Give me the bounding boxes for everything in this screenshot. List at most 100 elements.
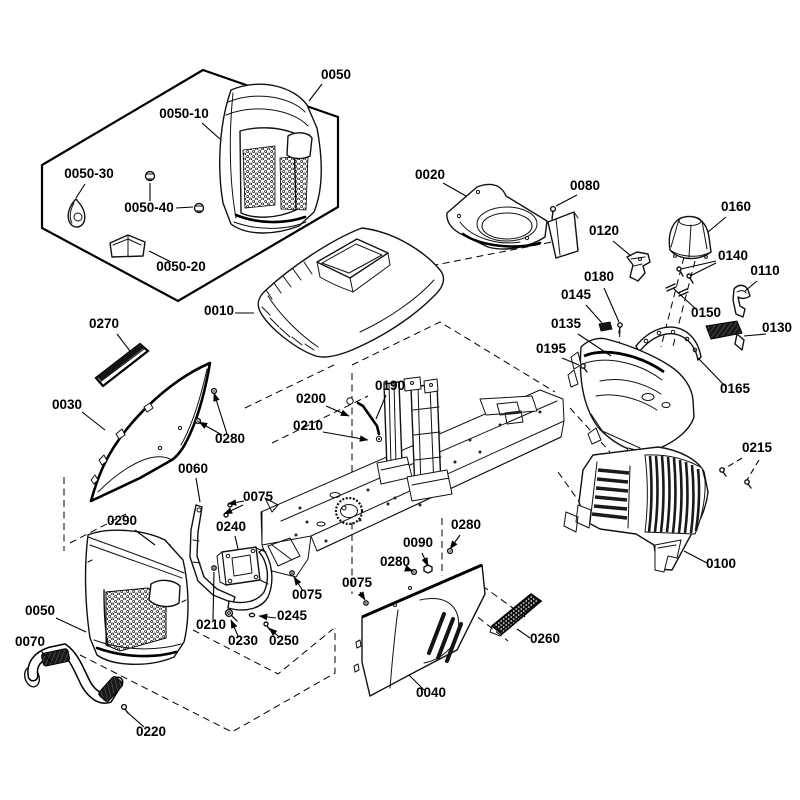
- part-label-0050-20[interactable]: 0050-20: [156, 259, 206, 274]
- part-drawing-lens-insert: [109, 234, 146, 258]
- part-label-0280-low[interactable]: 0280: [380, 554, 410, 569]
- leader-line-0210-a: [322, 431, 369, 442]
- part-label-0050-front[interactable]: 0050: [25, 603, 55, 618]
- part-label-0030[interactable]: 0030: [52, 397, 82, 412]
- leader-line-0280-left: [198, 421, 223, 436]
- part-label-0280-up[interactable]: 0280: [451, 517, 481, 532]
- leader-line-0050-front: [55, 617, 87, 633]
- part-label-0270[interactable]: 0270: [89, 316, 119, 331]
- inset-detail-box: [40, 68, 340, 303]
- leader-line-0210-b: [212, 571, 215, 621]
- part-drawing-vent-strip-0130: [705, 320, 745, 351]
- part-drawing-dash-console: [567, 337, 695, 460]
- part-0135-strip: [598, 321, 613, 332]
- part-label-0260[interactable]: 0260: [530, 631, 560, 646]
- part-label-0050-30[interactable]: 0050-30: [64, 166, 114, 181]
- part-label-0050-inset[interactable]: 0050: [321, 67, 351, 82]
- leader-line-0130: [743, 333, 767, 337]
- leader-line-0160: [707, 216, 727, 233]
- screw-0180: [617, 322, 623, 334]
- part-drawing-clip-b: [193, 202, 205, 214]
- part-label-0090[interactable]: 0090: [403, 535, 433, 550]
- part-label-0280-left[interactable]: 0280: [215, 431, 245, 446]
- part-drawing-corner-trim: [67, 198, 86, 228]
- part-label-0075-c[interactable]: 0075: [292, 587, 323, 602]
- part-label-0120[interactable]: 0120: [589, 223, 619, 238]
- leader-line-0050-inset: [308, 83, 323, 102]
- leader-line-0280-left: [213, 392, 228, 435]
- part-label-0010[interactable]: 0010: [204, 303, 234, 318]
- leader-line-0260: [516, 628, 531, 639]
- part-label-0020[interactable]: 0020: [415, 167, 445, 182]
- part-label-0210-a[interactable]: 0210: [293, 418, 323, 433]
- part-label-0240[interactable]: 0240: [216, 519, 246, 534]
- part-label-0135[interactable]: 0135: [551, 316, 582, 331]
- leader-line-0140: [680, 260, 717, 270]
- screw-0210b: [211, 565, 217, 571]
- label-layer: 0050 0050-10 0050-30 0050-40 0050-20 0020 0080…: [15, 67, 792, 739]
- leader-line-0050-40: [175, 206, 194, 209]
- part-label-0080[interactable]: 0080: [570, 178, 600, 193]
- leader-line-0075-a: [227, 499, 245, 506]
- part-label-0040[interactable]: 0040: [416, 685, 446, 700]
- part-label-0110[interactable]: 0110: [750, 263, 779, 278]
- part-drawing-hood-top: [257, 227, 445, 358]
- part-drawing-front-grille-inset: [219, 83, 322, 234]
- part-label-0245[interactable]: 0245: [277, 608, 308, 623]
- part-label-0100[interactable]: 0100: [706, 556, 736, 571]
- leader-line-0240: [234, 535, 239, 550]
- leader-line-0040: [408, 674, 425, 691]
- leader-line-0215: [746, 459, 760, 481]
- part-label-0130[interactable]: 0130: [762, 320, 792, 335]
- washers-0150: [665, 283, 689, 297]
- part-label-0165[interactable]: 0165: [720, 381, 751, 396]
- leader-line-0075-a: [223, 504, 244, 515]
- part-label-0250[interactable]: 0250: [269, 633, 299, 648]
- leader-line-0200: [325, 405, 350, 417]
- leader-line-0145: [585, 304, 603, 324]
- part-drawing-left-side-panel-0030: [89, 361, 212, 503]
- part-label-0195[interactable]: 0195: [536, 341, 567, 356]
- leader-line-0290: [134, 529, 156, 546]
- part-label-0230[interactable]: 0230: [228, 633, 258, 648]
- part-label-0150[interactable]: 0150: [691, 305, 721, 320]
- part-label-0075-a[interactable]: 0075: [243, 489, 274, 504]
- leader-line-0100: [683, 550, 708, 564]
- leader-line-0050-20: [148, 250, 172, 263]
- leader-line-0230: [230, 619, 239, 637]
- part-drawing-front-hood-0050: [84, 529, 189, 665]
- leader-line-0215: [723, 457, 743, 470]
- part-drawing-bracket-0240: [216, 546, 273, 611]
- part-label-0190[interactable]: 0190: [375, 378, 405, 393]
- leader-line-0110: [744, 280, 758, 292]
- part-drawing-bracket-0120: [626, 251, 651, 282]
- part-label-0215[interactable]: 0215: [742, 440, 773, 455]
- part-label-0070[interactable]: 0070: [15, 634, 45, 649]
- leader-line-0280-low: [404, 565, 414, 572]
- part-label-0220[interactable]: 0220: [136, 724, 166, 739]
- part-label-0200[interactable]: 0200: [296, 391, 326, 406]
- leader-line-0135: [577, 333, 612, 357]
- leader-line-0080: [555, 194, 578, 207]
- part-label-0290[interactable]: 0290: [107, 513, 137, 528]
- leader-line-0120: [612, 240, 632, 257]
- leader-line-0140: [689, 262, 717, 277]
- part-drawing-support-tube-0060: [189, 504, 236, 604]
- part-label-0145[interactable]: 0145: [561, 287, 592, 302]
- part-drawing-rear-panel: [446, 183, 579, 259]
- part-label-0160[interactable]: 0160: [721, 199, 751, 214]
- part-label-0075-b[interactable]: 0075: [342, 575, 373, 590]
- part-label-0060[interactable]: 0060: [178, 461, 208, 476]
- leader-line-0050-10: [201, 122, 221, 140]
- part-label-0180[interactable]: 0180: [584, 269, 614, 284]
- part-label-0050-40[interactable]: 0050-40: [124, 200, 174, 215]
- part-label-0210-b[interactable]: 0210: [196, 617, 226, 632]
- part-label-0140[interactable]: 0140: [718, 248, 748, 263]
- leader-line-0030: [81, 411, 106, 431]
- part-label-0050-10[interactable]: 0050-10: [159, 106, 209, 121]
- leader-line-0150: [672, 287, 698, 311]
- leader-line-0280-up: [449, 534, 461, 550]
- leader-line-0090: [421, 552, 429, 567]
